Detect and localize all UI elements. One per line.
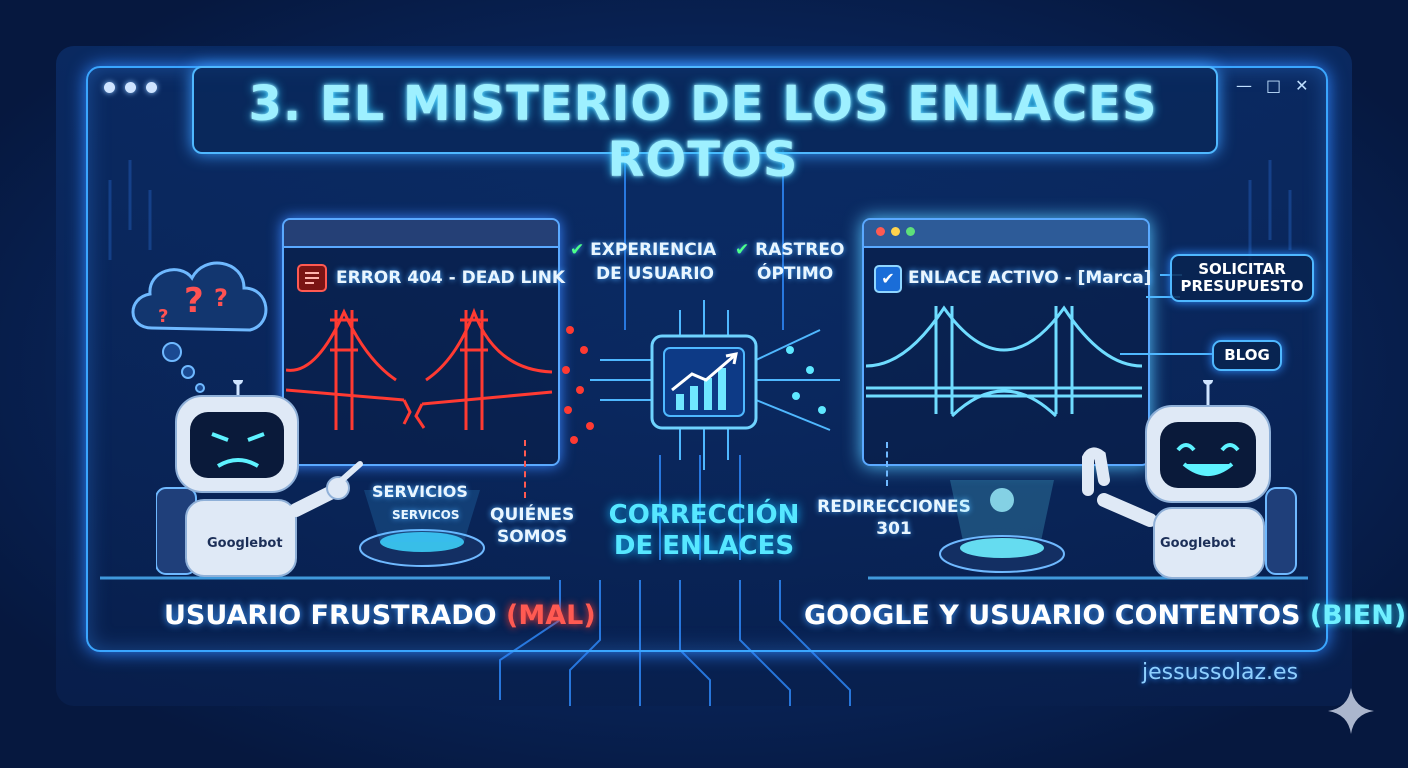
minimize-icon[interactable]: — — [1236, 76, 1252, 95]
hologram-pad-left — [359, 490, 485, 567]
close-icon[interactable]: ✕ — [1295, 76, 1309, 95]
bridge-icon — [866, 305, 1142, 418]
active-link-label: ENLACE ACTIVO - [Marca] — [908, 268, 1152, 288]
chip-chart-icon — [562, 300, 840, 470]
caption-right-tag: (BIEN) — [1309, 600, 1407, 631]
dashed-broken-link-line — [524, 440, 526, 498]
dashed-redirect-line — [886, 442, 888, 486]
experiencia-line2: DE USUARIO — [596, 264, 714, 284]
redirecciones-label: REDIRECCIONES 301 — [816, 496, 972, 540]
correccion-line2: DE ENLACES — [613, 531, 795, 561]
correccion-line1: CORRECCIÓN — [608, 500, 800, 530]
window-controls: — □ ✕ — [1236, 76, 1309, 95]
question-cloud-icon: ? ? ? — [131, 261, 268, 393]
rastreo-line2: ÓPTIMO — [757, 264, 834, 284]
check-rastreo: ✔ RASTREO ÓPTIMO — [735, 238, 844, 286]
window-dots — [104, 82, 157, 93]
check-experiencia: ✔ EXPERIENCIA DE USUARIO — [570, 238, 716, 286]
active-link-window — [862, 218, 1150, 466]
connector-line-3 — [1120, 353, 1212, 355]
checkbox-icon: ✔ — [874, 265, 902, 293]
caption-left-tag: (MAL) — [506, 600, 596, 631]
robot-label-left: Googlebot — [207, 536, 283, 551]
caption-left-main: USUARIO FRUSTRADO — [164, 600, 507, 631]
svg-text:?: ? — [214, 284, 228, 312]
quienes-somos-label: QUIÉNES SOMOS — [490, 504, 574, 548]
somos-line: SOMOS — [496, 527, 568, 547]
correccion-label: CORRECCIÓN DE ENLACES — [604, 500, 804, 562]
solicitar-presupuesto-button[interactable]: SOLICITAR PRESUPUESTO — [1170, 254, 1314, 302]
caption-right: GOOGLE Y USUARIO CONTENTOS (BIEN) — [804, 600, 1406, 631]
rastreo-line1: RASTREO — [755, 240, 845, 260]
holo-servicios-1: SERVICIOS — [372, 482, 468, 501]
redirecciones-line2: 301 — [876, 519, 912, 539]
frustrated-robot-icon — [156, 380, 363, 577]
solicitar-line2: PRESUPUESTO — [1180, 277, 1304, 295]
holo-servicios-2: SERVICOS — [392, 508, 460, 522]
happy-robot-icon — [1082, 380, 1297, 579]
error-404-label: ERROR 404 - DEAD LINK — [336, 268, 566, 288]
hologram-pad-right — [939, 480, 1065, 573]
quienes-line: QUIÉNES — [490, 505, 575, 525]
checkmark-icon: ✔ — [570, 240, 591, 260]
svg-text:?: ? — [184, 281, 204, 321]
broken-window-titlebar — [284, 220, 558, 248]
experiencia-line1: EXPERIENCIA — [590, 240, 717, 260]
blog-button[interactable]: BLOG — [1212, 340, 1282, 371]
solicitar-line1: SOLICITAR — [1198, 260, 1286, 278]
caption-left: USUARIO FRUSTRADO (MAL) — [164, 600, 596, 631]
redirecciones-line1: REDIRECCIONES — [817, 497, 971, 517]
error-icon — [297, 264, 327, 292]
caption-right-main: GOOGLE Y USUARIO CONTENTOS — [804, 600, 1310, 631]
watermark-text: jessussolaz.es — [1142, 660, 1299, 685]
title-box — [192, 66, 1218, 154]
maximize-icon[interactable]: □ — [1266, 76, 1282, 95]
broken-bridge-icon — [286, 307, 553, 430]
checkmark-icon: ✔ — [735, 240, 756, 260]
page-title: 3. EL MISTERIO DE LOS ENLACES ROTOS — [248, 76, 1158, 188]
robot-label-right: Googlebot — [1160, 536, 1236, 551]
sparkle-icon — [1328, 688, 1374, 734]
svg-text:?: ? — [158, 306, 168, 327]
active-window-dots — [876, 227, 915, 236]
connector-line-1 — [1146, 296, 1180, 298]
